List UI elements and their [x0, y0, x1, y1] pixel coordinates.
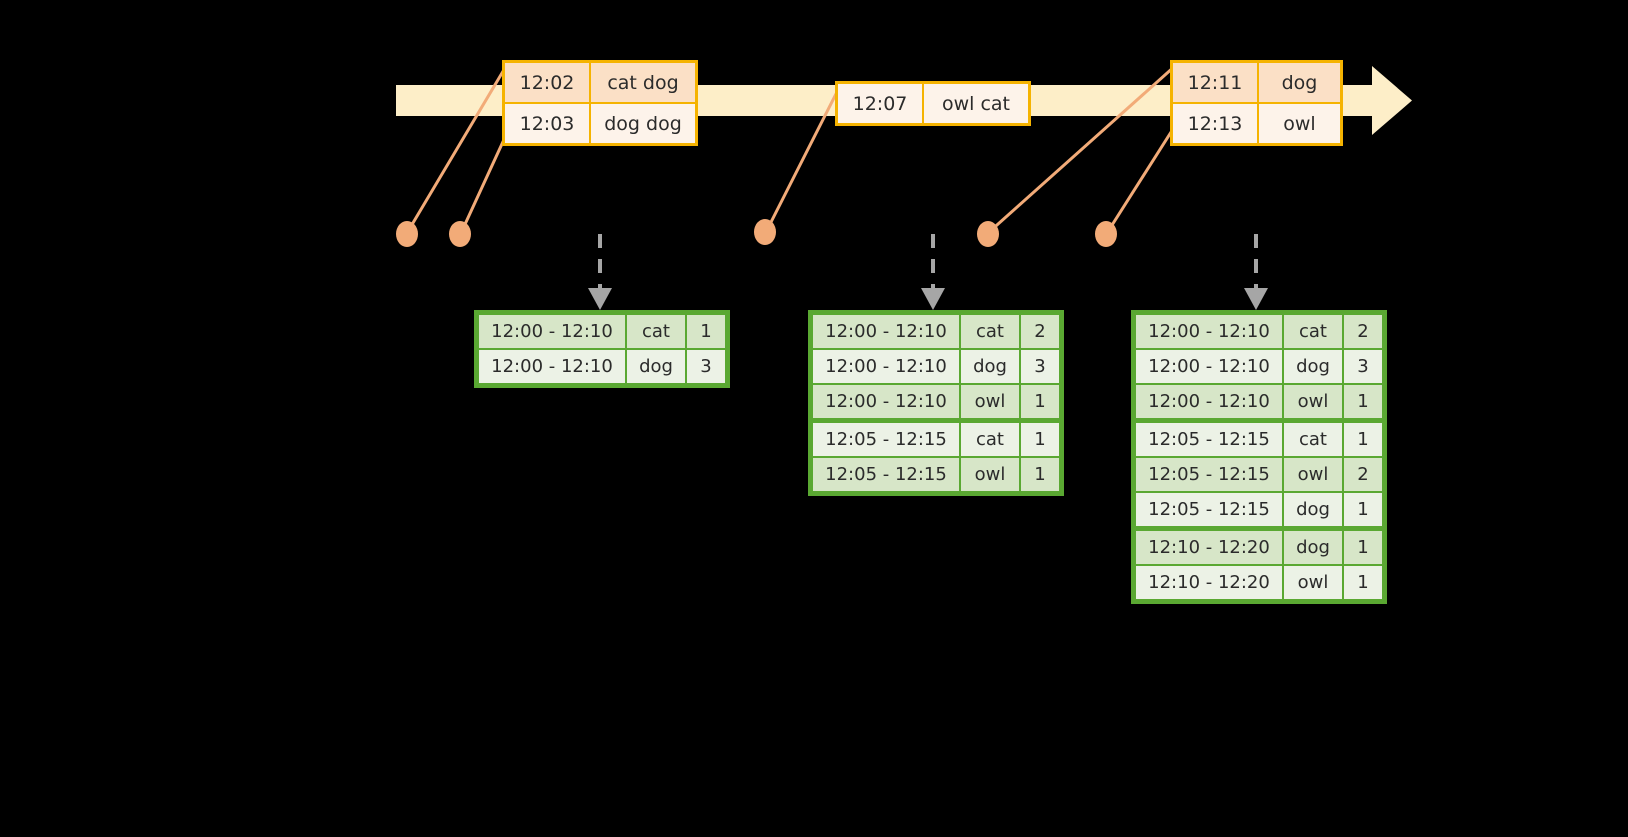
result-cell-window: 12:00 - 12:10	[479, 350, 625, 383]
result-cell-count: 2	[1344, 458, 1382, 491]
emit-arrow-1	[588, 234, 612, 310]
event-row: 12:11 dog	[1173, 63, 1340, 102]
result-cell-count: 3	[687, 350, 725, 383]
event-row: 12:02 cat dog	[505, 63, 695, 102]
result-cell-window: 12:00 - 12:10	[1136, 385, 1282, 418]
event-group-1: 12:02 cat dog 12:03 dog dog	[502, 60, 698, 146]
event-time: 12:13	[1173, 104, 1259, 143]
result-cell-window: 12:00 - 12:10	[1136, 315, 1282, 348]
marker-dot	[449, 221, 471, 247]
event-words: owl cat	[941, 92, 1011, 115]
emit-arrow-3	[1244, 234, 1268, 310]
result-cell-word: cat	[961, 315, 1019, 348]
event-row: 12:13 owl	[1173, 102, 1340, 143]
result-cell-count: 1	[1344, 531, 1382, 564]
event-words: owl	[1283, 112, 1316, 135]
result-cell-window: 12:00 - 12:10	[813, 350, 959, 383]
result-cell-word: dog	[1284, 493, 1342, 526]
marker-dot	[396, 221, 418, 247]
result-cell-count: 2	[1021, 315, 1059, 348]
result-cell-count: 1	[1021, 385, 1059, 418]
event-group-3: 12:11 dog 12:13 owl	[1170, 60, 1343, 146]
result-cell-word: owl	[1284, 566, 1342, 599]
result-cell-window: 12:05 - 12:15	[1136, 423, 1282, 456]
result-cell-count: 1	[687, 315, 725, 348]
event-time: 12:03	[505, 104, 591, 143]
event-time: 12:11	[1173, 63, 1259, 102]
result-cell-word: owl	[1284, 385, 1342, 418]
result-cell-count: 1	[1021, 458, 1059, 491]
marker-dot	[754, 219, 776, 245]
event-group-2: 12:07 owl cat	[835, 81, 1031, 126]
result-cell-word: owl	[1284, 458, 1342, 491]
result-cell-window: 12:10 - 12:20	[1136, 531, 1282, 564]
result-cell-count: 3	[1344, 350, 1382, 383]
result-cell-word: owl	[961, 458, 1019, 491]
event-time: 12:07	[838, 84, 924, 123]
result-cell-count: 1	[1344, 385, 1382, 418]
result-cell-word: cat	[1284, 423, 1342, 456]
result-cell-word: owl	[961, 385, 1019, 418]
event-words: cat dog	[607, 71, 679, 94]
result-cell-window: 12:00 - 12:10	[1136, 350, 1282, 383]
result-cell-word: cat	[627, 315, 685, 348]
result-cell-word: dog	[1284, 531, 1342, 564]
emit-arrow-2	[921, 234, 945, 310]
result-cell-window: 12:00 - 12:10	[813, 385, 959, 418]
result-cell-count: 1	[1344, 493, 1382, 526]
result-cell-count: 1	[1021, 423, 1059, 456]
event-time: 12:02	[505, 63, 591, 102]
result-cell-count: 1	[1344, 566, 1382, 599]
result-cell-word: cat	[961, 423, 1019, 456]
result-cell-window: 12:05 - 12:15	[1136, 493, 1282, 526]
emit-arrows	[588, 234, 1268, 310]
event-row: 12:03 dog dog	[505, 102, 695, 143]
marker-dot	[1095, 221, 1117, 247]
result-cell-count: 3	[1021, 350, 1059, 383]
result-cell-word: dog	[627, 350, 685, 383]
result-cell-window: 12:10 - 12:20	[1136, 566, 1282, 599]
result-cell-window: 12:05 - 12:15	[813, 458, 959, 491]
result-cell-window: 12:05 - 12:15	[813, 423, 959, 456]
event-words: dog dog	[604, 112, 682, 135]
result-cell-count: 1	[1344, 423, 1382, 456]
result-cell-window: 12:05 - 12:15	[1136, 458, 1282, 491]
result-cell-count: 2	[1344, 315, 1382, 348]
event-words: dog	[1281, 71, 1318, 94]
result-cell-word: dog	[961, 350, 1019, 383]
result-cell-word: dog	[1284, 350, 1342, 383]
marker-dots	[396, 219, 1117, 247]
marker-dot	[977, 221, 999, 247]
result-cell-word: cat	[1284, 315, 1342, 348]
event-row: 12:07 owl cat	[838, 84, 1028, 123]
result-cell-window: 12:00 - 12:10	[813, 315, 959, 348]
result-cell-window: 12:00 - 12:10	[479, 315, 625, 348]
